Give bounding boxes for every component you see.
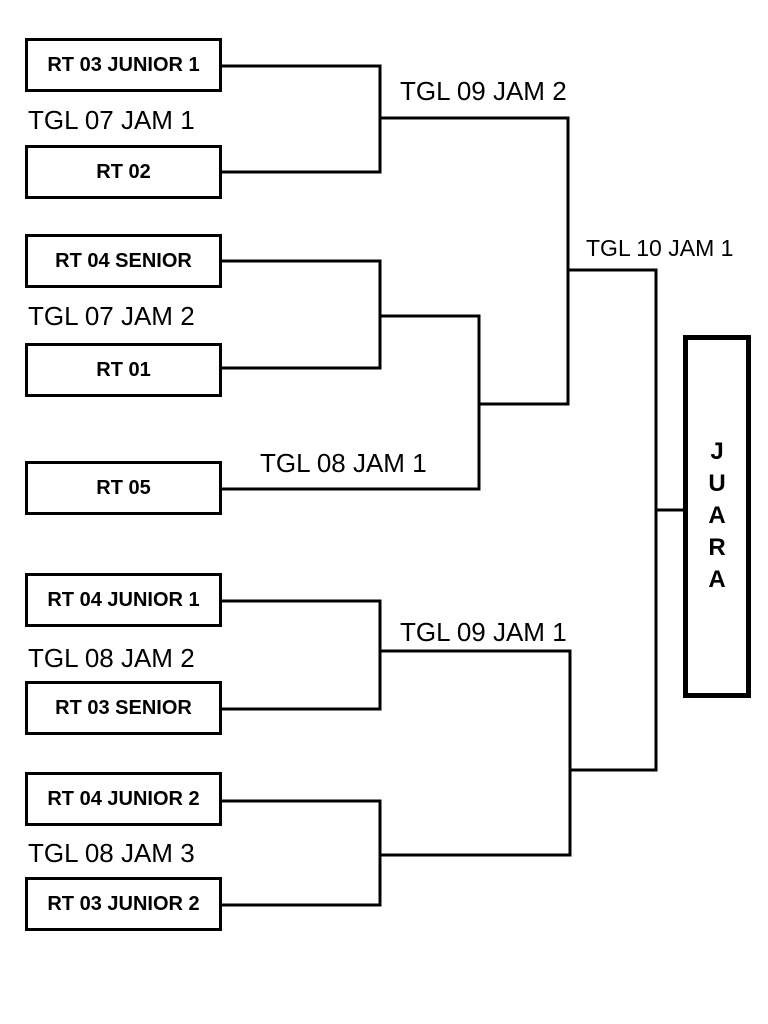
match-schedule-label: TGL 09 JAM 2	[400, 76, 567, 106]
team-name: RT 04 SENIOR	[55, 249, 192, 272]
match-schedule-label: TGL 07 JAM 1	[28, 105, 195, 135]
team-box: RT 01	[25, 343, 222, 397]
match-schedule-label: TGL 09 JAM 1	[400, 617, 567, 647]
team-box: RT 03 JUNIOR 1	[25, 38, 222, 92]
champion-label: J U A R A	[688, 436, 746, 596]
team-box: RT 04 JUNIOR 2	[25, 772, 222, 826]
team-box: RT 04 SENIOR	[25, 234, 222, 288]
team-name: RT 03 SENIOR	[55, 696, 192, 719]
team-name: RT 03 JUNIOR 2	[47, 892, 200, 915]
final-schedule-label: TGL 10 JAM 1	[586, 235, 734, 261]
match-schedule-label: TGL 08 JAM 2	[28, 643, 195, 673]
match-schedule-label: TGL 07 JAM 2	[28, 301, 195, 331]
champion-letter: J	[710, 438, 724, 465]
connector-semifinal-bottom	[568, 649, 658, 857]
team-name: RT 01	[96, 358, 151, 381]
connector-match-3	[220, 599, 572, 711]
team-name: RT 05	[96, 476, 151, 499]
connector-final	[654, 268, 685, 772]
team-name: RT 03 JUNIOR 1	[47, 53, 200, 76]
team-name: RT 04 JUNIOR 2	[47, 787, 200, 810]
team-name: RT 04 JUNIOR 1	[47, 588, 200, 611]
connector-match-4	[220, 799, 572, 907]
match-schedule-label: TGL 08 JAM 1	[260, 448, 427, 478]
champion-letter: A	[708, 502, 726, 529]
champion-letter: U	[708, 470, 726, 497]
match-schedule-label: TGL 08 JAM 3	[28, 838, 195, 868]
champion-letter: R	[708, 534, 726, 561]
team-box: RT 02	[25, 145, 222, 199]
connector-match-rt05	[220, 314, 570, 491]
champion-letter: A	[708, 566, 726, 593]
connector-match-1	[220, 64, 570, 174]
team-box: RT 04 JUNIOR 1	[25, 573, 222, 627]
team-box: RT 05	[25, 461, 222, 515]
connector-match-2	[220, 259, 481, 370]
team-name: RT 02	[96, 160, 151, 183]
champion-box: J U A R A	[683, 335, 751, 698]
team-box: RT 03 SENIOR	[25, 681, 222, 735]
connector-semifinal-top	[566, 116, 658, 406]
team-box: RT 03 JUNIOR 2	[25, 877, 222, 931]
